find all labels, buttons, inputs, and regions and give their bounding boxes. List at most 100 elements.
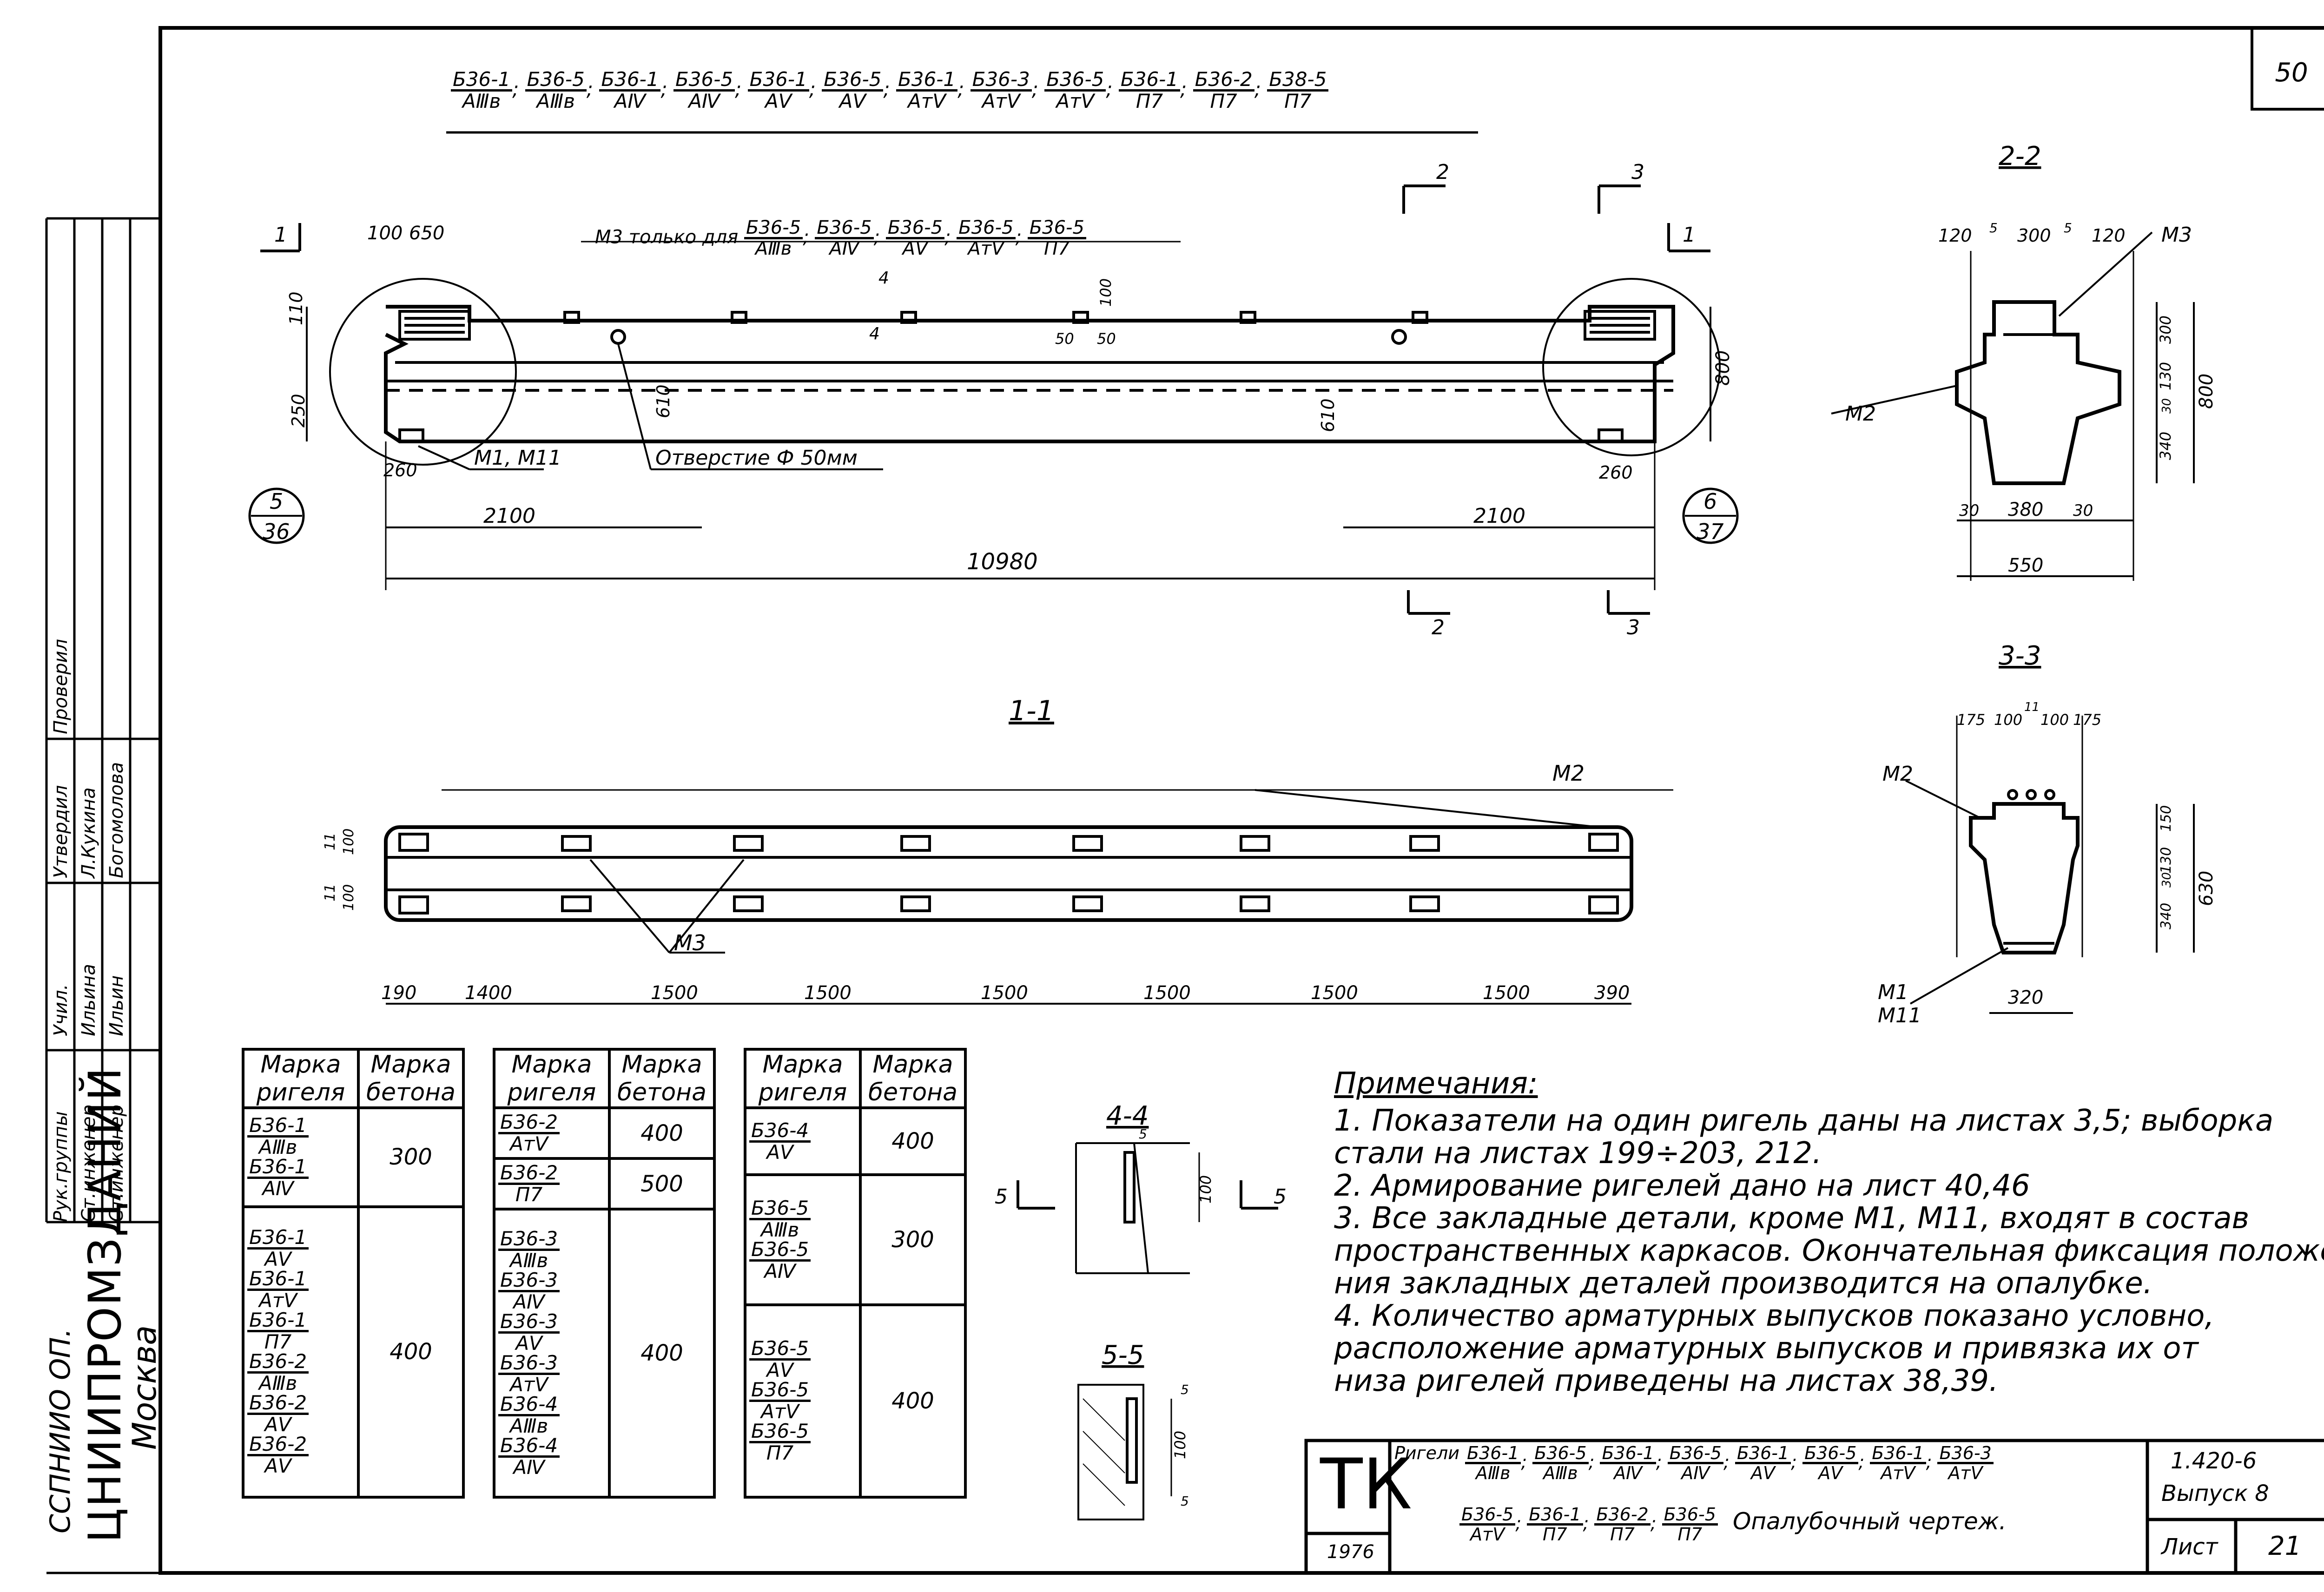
elev-dim-650: 650 (409, 223, 444, 244)
plan-dim: 190 (381, 982, 416, 1004)
callout-right-top: 6 (1703, 489, 1717, 514)
sheet-label: Лист (2161, 1534, 2218, 1560)
elev-dim-total: 10980 (967, 549, 1038, 575)
stamp-col: Проверил (50, 638, 72, 734)
plan-side-dim: 100 (341, 829, 357, 855)
section-3-bottom: 3 (1627, 616, 1640, 639)
elev-dim-260-right: 260 (1599, 462, 1633, 483)
s33-right-dim: 340 (2158, 903, 2174, 929)
stamp-role: Ст.инженер (78, 1105, 99, 1222)
section-2-2-title: 2-2 (1999, 141, 2041, 171)
note-line: ния закладных деталей производится на оп… (1334, 1266, 2153, 1301)
col-concrete: Марка бетона (357, 1048, 465, 1109)
callout-right-bottom: 37 (1697, 519, 1724, 544)
plan-dim: 1500 (804, 982, 852, 1004)
sheet-number: 50 (2275, 58, 2308, 88)
s22-right-dim: 340 (2157, 432, 2174, 460)
s22-top-dim: 300 (2017, 225, 2051, 246)
s22-top-dim: 5 (1989, 220, 1998, 236)
sheet-no: 21 (2268, 1531, 2302, 1561)
s33-top-dim: 11 (2024, 700, 2040, 714)
note-line: низа ригелей приведены на листах 38,39. (1334, 1364, 1999, 1398)
section-3-3-title: 3-3 (1999, 641, 2041, 671)
section-4a: 4 (878, 269, 889, 288)
elev-dim-100v: 100 (1097, 278, 1115, 307)
s55-dim-5a: 5 (1181, 1382, 1189, 1397)
s33-label-m11: М11 (1878, 1004, 1921, 1027)
plan-label-m3: М3 (674, 930, 706, 955)
title-logo: ТК (1320, 1444, 1413, 1525)
section-1-right: 1 (1683, 223, 1696, 247)
section-2-2-drawing (1831, 231, 2195, 581)
note-line: стали на листах 199÷203, 212. (1334, 1136, 1822, 1171)
elev-dim-800: 800 (1712, 350, 1734, 386)
elev-dim-250: 250 (288, 394, 309, 428)
left-stamp (45, 217, 160, 1574)
section-4b: 4 (869, 324, 880, 343)
stamp-col: Богомолова (106, 762, 127, 878)
note-line: расположение арматурных выпусков и привя… (1334, 1331, 2199, 1366)
note-line: 3. Все закладные детали, кроме М1, М11, … (1334, 1201, 2250, 1236)
concrete-value: 400 (357, 1205, 465, 1499)
stamp-partial: ССПНИИО ОП. (44, 1328, 77, 1533)
s33-overall: 630 (2196, 871, 2217, 906)
section-2-top: 2 (1436, 160, 1449, 184)
s22-bottom-dim: 380 (2008, 499, 2043, 520)
callout-left-bottom: 36 (263, 519, 290, 544)
s33-label-m2: М2 (1882, 762, 1913, 786)
s22-top-dim: 120 (1938, 225, 1972, 246)
stamp-city: Москва (125, 1325, 164, 1450)
plan-side-dim: 11 (322, 884, 338, 901)
plan-dim: 1500 (651, 982, 698, 1004)
concrete-value: 500 (608, 1157, 716, 1211)
s33-right-dim: 150 (2158, 805, 2174, 832)
issue: Выпуск 8 (2161, 1480, 2269, 1506)
elev-dim-2100-right: 2100 (1473, 504, 1525, 528)
col-mark: Марка ригеля (744, 1048, 862, 1109)
s33-bottom: 320 (2008, 987, 2043, 1008)
s33-top-dim: 100 (2040, 711, 2069, 729)
callout-left-top: 5 (270, 489, 283, 514)
s33-right-dim: 30 (2160, 872, 2174, 888)
plan-title: 1-1 (1009, 695, 1054, 727)
elev-dim-610-left: 610 (653, 384, 673, 418)
concrete-value: 300 (357, 1106, 465, 1208)
plan-dim: 390 (1594, 982, 1630, 1004)
s33-right-dim: 130 (2158, 847, 2174, 874)
s22-label-m2: М2 (1845, 402, 1876, 426)
concrete-value: 400 (608, 1106, 716, 1160)
section-5-5-drawing (1077, 1384, 1172, 1520)
stamp-col: Л.Кукина (78, 787, 99, 878)
m3-label: М3 только для (595, 226, 739, 248)
plan-side-dim: 11 (322, 833, 338, 850)
s33-label-m1: М1 (1878, 980, 1908, 1004)
section-1-left: 1 (274, 223, 287, 247)
plan-dim: 1400 (465, 982, 512, 1004)
elev-dim-50b: 50 (1097, 330, 1116, 348)
plan-dim: 1500 (1311, 982, 1358, 1004)
note-line: 4. Количество арматурных выпусков показа… (1334, 1299, 2214, 1333)
title-prefix: Ригели (1394, 1443, 1459, 1463)
elev-dim-260-left: 260 (383, 460, 417, 480)
beam-elevation (248, 131, 1739, 615)
label-m1-m11: М1, М11 (474, 446, 561, 470)
